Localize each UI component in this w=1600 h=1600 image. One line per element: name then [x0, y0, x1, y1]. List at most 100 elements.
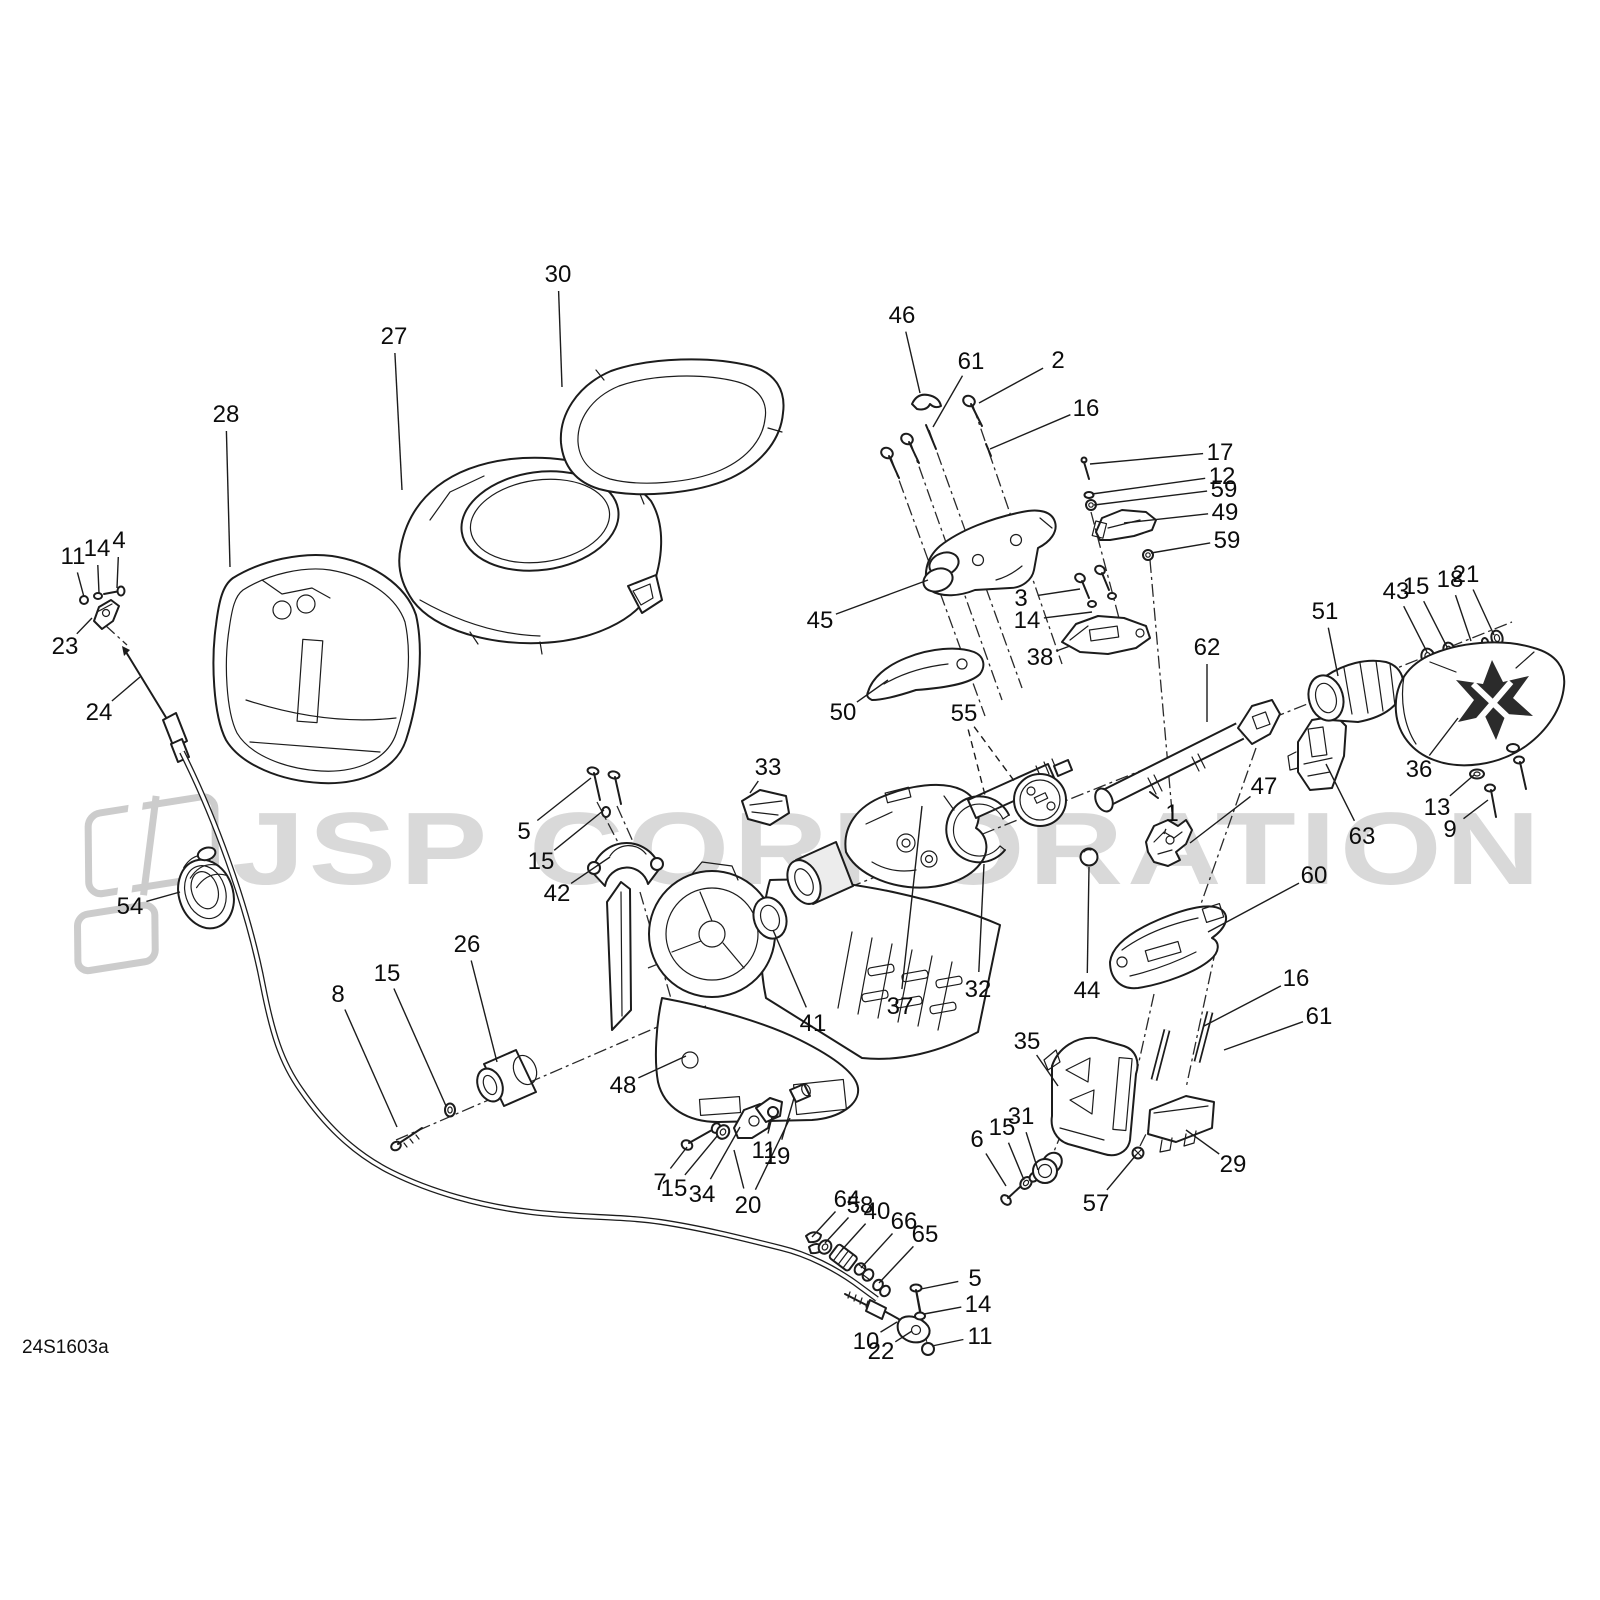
callout-label-43: 43: [1383, 578, 1410, 605]
part-fasteners-6-15-31: [1000, 1151, 1063, 1206]
leader-line-19: [781, 1097, 795, 1140]
leader-line-5: [920, 1280, 959, 1290]
callout-11: 11: [61, 543, 86, 598]
leader-line-12: [1091, 477, 1206, 495]
callout-label-22: 22: [868, 1338, 895, 1365]
callout-label-36: 36: [1406, 756, 1433, 783]
callout-label-37: 37: [887, 993, 914, 1020]
callout-label-15: 15: [1403, 573, 1430, 600]
callout-48: 48: [610, 1055, 687, 1099]
part-washer-15-left: [444, 1102, 456, 1118]
leader-line-29: [1185, 1129, 1220, 1155]
leader-line-45: [835, 579, 929, 615]
leader-line-7: [669, 1146, 688, 1169]
leader-line-41: [772, 929, 807, 1008]
leader-line-10: [880, 1321, 898, 1333]
callout-23: 23: [52, 617, 93, 660]
callout-66: 66: [860, 1208, 917, 1269]
leader-line-58: [824, 1217, 850, 1244]
leader-line-1: [1163, 828, 1167, 835]
callout-label-4: 4: [112, 527, 125, 554]
callout-label-63: 63: [1349, 823, 1376, 850]
callout-label-38: 38: [1027, 644, 1054, 671]
callout-label-15: 15: [661, 1175, 688, 1202]
leader-line-17: [1089, 452, 1204, 465]
callout-51: 51: [1312, 598, 1339, 677]
leader-line-2: [978, 367, 1044, 404]
leader-line-43: [1403, 605, 1428, 653]
part-bracket-63: [1287, 715, 1347, 791]
callout-62: 62: [1194, 634, 1220, 722]
leader-line-64: [811, 1211, 837, 1238]
callout-label-11: 11: [61, 543, 86, 570]
callout-1: 1: [1163, 800, 1179, 835]
callout-label-42: 42: [544, 880, 571, 907]
callout-44: 44: [1074, 866, 1100, 1004]
callout-label-9: 9: [1443, 816, 1456, 843]
callout-15: 15: [661, 1134, 719, 1202]
callout-label-55: 55: [951, 700, 978, 727]
leader-line-59: [1093, 490, 1208, 506]
callout-label-20: 20: [735, 1192, 762, 1219]
callout-label-15: 15: [528, 848, 555, 875]
callout-2: 2: [978, 347, 1065, 404]
callout-label-31: 31: [1008, 1103, 1035, 1130]
callout-label-34: 34: [689, 1181, 716, 1208]
callout-label-19: 19: [764, 1143, 791, 1170]
part-bushing-26: [476, 1049, 538, 1107]
leader-line-28: [225, 430, 231, 568]
leader-line-20: [733, 1149, 745, 1189]
callout-17: 17: [1089, 439, 1233, 466]
callout-label-35: 35: [1014, 1028, 1041, 1055]
part-bracket-45: [922, 509, 1057, 597]
part-harness-1: [1145, 791, 1193, 867]
part-shaft-62: [1094, 699, 1281, 813]
callout-30: 30: [545, 261, 571, 388]
part-stack-49: [1080, 456, 1157, 561]
callout-label-54: 54: [117, 893, 144, 920]
leader-line-34: [709, 1126, 741, 1180]
leader-line-60: [1207, 882, 1300, 933]
leader-line-35: [1036, 1054, 1059, 1087]
callout-46: 46: [889, 302, 921, 394]
part-lock-plate-55: [1013, 773, 1067, 827]
part-lever-50: [866, 647, 985, 701]
leader-line-11: [76, 572, 85, 598]
part-cable-end: [805, 1231, 935, 1356]
leader-line-63: [1325, 763, 1356, 822]
leader-line-55: [967, 729, 986, 796]
leader-line-32: [978, 863, 985, 973]
leader-line-14: [923, 1306, 962, 1315]
part-bezel-30: [559, 358, 785, 505]
leader-line-31: [1025, 1131, 1039, 1171]
part-boot-51: [1307, 659, 1405, 723]
leader-line-23: [76, 617, 93, 635]
leader-line-11: [931, 1338, 964, 1347]
part-bracket-60: [1109, 902, 1228, 990]
callout-label-11: 11: [968, 1323, 993, 1350]
leader-line-13: [1449, 774, 1475, 797]
leader-line-46: [905, 331, 921, 394]
callout-15: 15: [374, 960, 447, 1107]
leader-line-16: [1203, 985, 1282, 1027]
callout-15: 15: [989, 1114, 1025, 1181]
callout-label-51: 51: [1312, 598, 1339, 625]
callout-label-40: 40: [864, 1198, 891, 1225]
callout-label-14: 14: [965, 1291, 992, 1318]
leader-line-57: [1106, 1154, 1137, 1191]
callout-label-15: 15: [374, 960, 401, 987]
callout-label-64: 64: [834, 1186, 861, 1213]
callout-60: 60: [1207, 862, 1327, 933]
leader-line-61: [1223, 1021, 1304, 1051]
leader-line-49: [1123, 513, 1209, 524]
callout-24: 24: [86, 676, 141, 726]
leader-line-61: [932, 375, 964, 428]
callout-40: 40: [839, 1198, 891, 1253]
callout-14: 14: [84, 535, 110, 594]
callout-label-2: 2: [1051, 347, 1064, 374]
part-clamp-42: [587, 842, 664, 887]
leader-line-15: [1423, 600, 1448, 648]
callout-label-58: 58: [847, 1192, 874, 1219]
leader-line-55: [973, 726, 1016, 783]
callout-34: 34: [689, 1126, 741, 1208]
